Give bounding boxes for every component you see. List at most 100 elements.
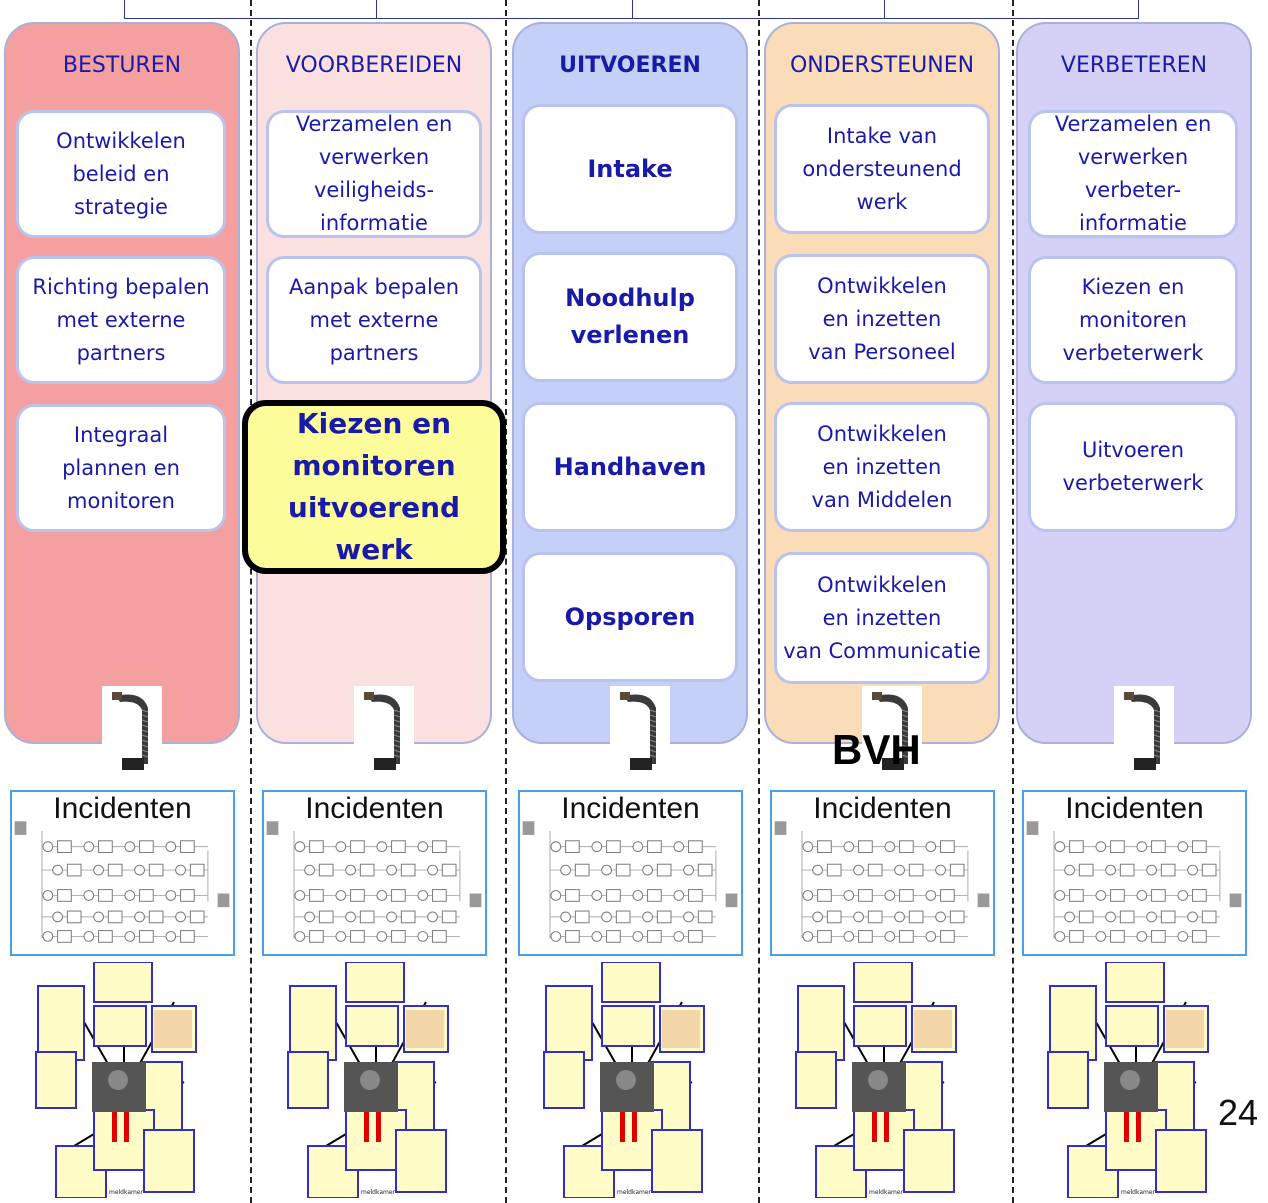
bridge-image bbox=[610, 686, 670, 774]
process-step-line: met externe bbox=[56, 307, 186, 332]
process-step: Integraal plannen en monitoren bbox=[16, 404, 226, 532]
incident-label: Incidenten bbox=[561, 792, 700, 825]
process-step-line: en inzetten bbox=[822, 454, 942, 479]
process-step-line: Kiezen en bbox=[296, 407, 452, 440]
process-step: Kiezen en monitoren uitvoerend werk bbox=[242, 400, 506, 574]
process-step: Ontwikkelen beleid en strategie bbox=[16, 110, 226, 238]
process-step-line: Ontwikkelen bbox=[817, 273, 947, 298]
bridge-image bbox=[102, 686, 162, 774]
connector-tick bbox=[884, 0, 885, 19]
process-step-line: Intake van bbox=[826, 123, 938, 148]
process-step-line: verwerken bbox=[318, 145, 430, 169]
process-step-text: Noodhulp verlenen bbox=[565, 280, 695, 354]
column-title: UITVOEREN bbox=[559, 53, 701, 78]
process-step: Richting bepalen met externe partners bbox=[16, 256, 226, 384]
process-step-line: met externe bbox=[309, 307, 439, 332]
meldkamer-collage-image: meldkamer bbox=[542, 961, 712, 1199]
svg-text:meldkamer: meldkamer bbox=[1121, 1189, 1156, 1196]
svg-text:meldkamer: meldkamer bbox=[617, 1189, 652, 1196]
process-step: Ontwikkelen en inzetten van Personeel bbox=[774, 254, 990, 384]
process-step-line: Handhaven bbox=[553, 452, 707, 481]
column-divider bbox=[250, 0, 252, 1203]
connector-tick bbox=[376, 0, 377, 19]
incident-label: Incidenten bbox=[53, 792, 192, 825]
process-step-line: van Middelen bbox=[811, 487, 953, 512]
process-step-line: Ontwikkelen bbox=[817, 421, 947, 446]
process-step-line: Integraal bbox=[73, 422, 169, 447]
process-step-line: Intake bbox=[587, 154, 673, 183]
process-step-line: verlenen bbox=[570, 321, 690, 349]
process-step-line: partners bbox=[76, 340, 166, 365]
process-step-text: Richting bepalen met externe partners bbox=[32, 271, 209, 370]
meldkamer-collage-image: meldkamer bbox=[34, 961, 204, 1199]
process-step-text: Integraal plannen en monitoren bbox=[62, 419, 180, 518]
process-step-text: Intake bbox=[587, 151, 672, 188]
incident-label: Incidenten bbox=[813, 792, 952, 825]
process-step-line: monitoren bbox=[292, 449, 456, 482]
column-title: VERBETEREN bbox=[1060, 53, 1208, 78]
incident-label: Incidenten bbox=[305, 792, 444, 825]
process-step-line: Uitvoeren bbox=[1081, 438, 1185, 462]
process-step-line: van Personeel bbox=[808, 339, 956, 364]
incident-flowchart: Incidenten bbox=[10, 790, 235, 956]
process-step-line: en inzetten bbox=[822, 306, 942, 331]
svg-text:meldkamer: meldkamer bbox=[109, 1189, 144, 1196]
process-step-text: Opsporen bbox=[565, 599, 696, 636]
incident-flowchart: Incidenten bbox=[518, 790, 743, 956]
process-step-line: monitoren bbox=[67, 488, 175, 513]
process-step-line: Ontwikkelen bbox=[817, 572, 947, 597]
incident-flowchart: Incidenten bbox=[262, 790, 487, 956]
svg-text:meldkamer: meldkamer bbox=[361, 1189, 396, 1196]
column-title: ONDERSTEUNEN bbox=[789, 53, 975, 78]
bridge-image bbox=[354, 686, 414, 774]
process-step-line: Ontwikkelen bbox=[56, 128, 186, 153]
incident-flowchart: Incidenten bbox=[1022, 790, 1247, 956]
process-step-line: Richting bepalen bbox=[32, 274, 210, 299]
process-step-line: uitvoerend werk bbox=[287, 491, 461, 566]
process-step-text: Handhaven bbox=[554, 449, 707, 486]
process-step-line: monitoren bbox=[1079, 307, 1187, 332]
process-step-line: Noodhulp bbox=[565, 284, 695, 312]
column-divider bbox=[1012, 0, 1014, 1203]
incident-flowchart: Incidenten bbox=[770, 790, 995, 956]
process-step-line: Verzamelen en bbox=[1054, 112, 1212, 136]
column-title: BESTUREN bbox=[62, 53, 182, 78]
incident-label: Incidenten bbox=[1065, 792, 1204, 825]
process-step-line: veiligheids- bbox=[313, 178, 435, 202]
process-step-line: strategie bbox=[74, 194, 168, 219]
process-step-line: ondersteunend bbox=[802, 156, 962, 181]
process-step-line: verbeter- bbox=[1084, 178, 1182, 202]
process-step-line: werk bbox=[856, 189, 908, 214]
process-step-line: informatie bbox=[320, 211, 428, 235]
process-step: Intake van ondersteunend werk bbox=[774, 104, 990, 234]
process-step: Noodhulp verlenen bbox=[522, 252, 738, 382]
process-step-line: Kiezen en bbox=[1081, 274, 1185, 299]
process-step-line: en inzetten bbox=[822, 605, 942, 630]
connector-tick bbox=[124, 0, 125, 19]
process-step: Ontwikkelen en inzetten van Middelen bbox=[774, 402, 990, 532]
connector-tick bbox=[1138, 0, 1139, 19]
meldkamer-collage-image: meldkamer bbox=[1046, 961, 1216, 1199]
top-connector-line bbox=[124, 18, 1138, 19]
bridge-image bbox=[862, 686, 922, 774]
process-step-text: Ontwikkelen en inzetten van Personeel bbox=[808, 270, 956, 369]
process-step-line: beleid en bbox=[72, 161, 170, 186]
process-step-text: Ontwikkelen en inzetten van Middelen bbox=[812, 418, 953, 517]
process-step-line: verwerken bbox=[1077, 145, 1189, 169]
process-step-line: plannen en bbox=[62, 455, 180, 480]
svg-text:meldkamer: meldkamer bbox=[869, 1189, 904, 1196]
bridge-image bbox=[1114, 686, 1174, 774]
process-step: Intake bbox=[522, 104, 738, 234]
column-divider bbox=[505, 0, 507, 1203]
process-step-text: Kiezen en monitoren verbeterwerk bbox=[1063, 271, 1204, 370]
process-step-line: verbeterwerk bbox=[1062, 340, 1204, 365]
